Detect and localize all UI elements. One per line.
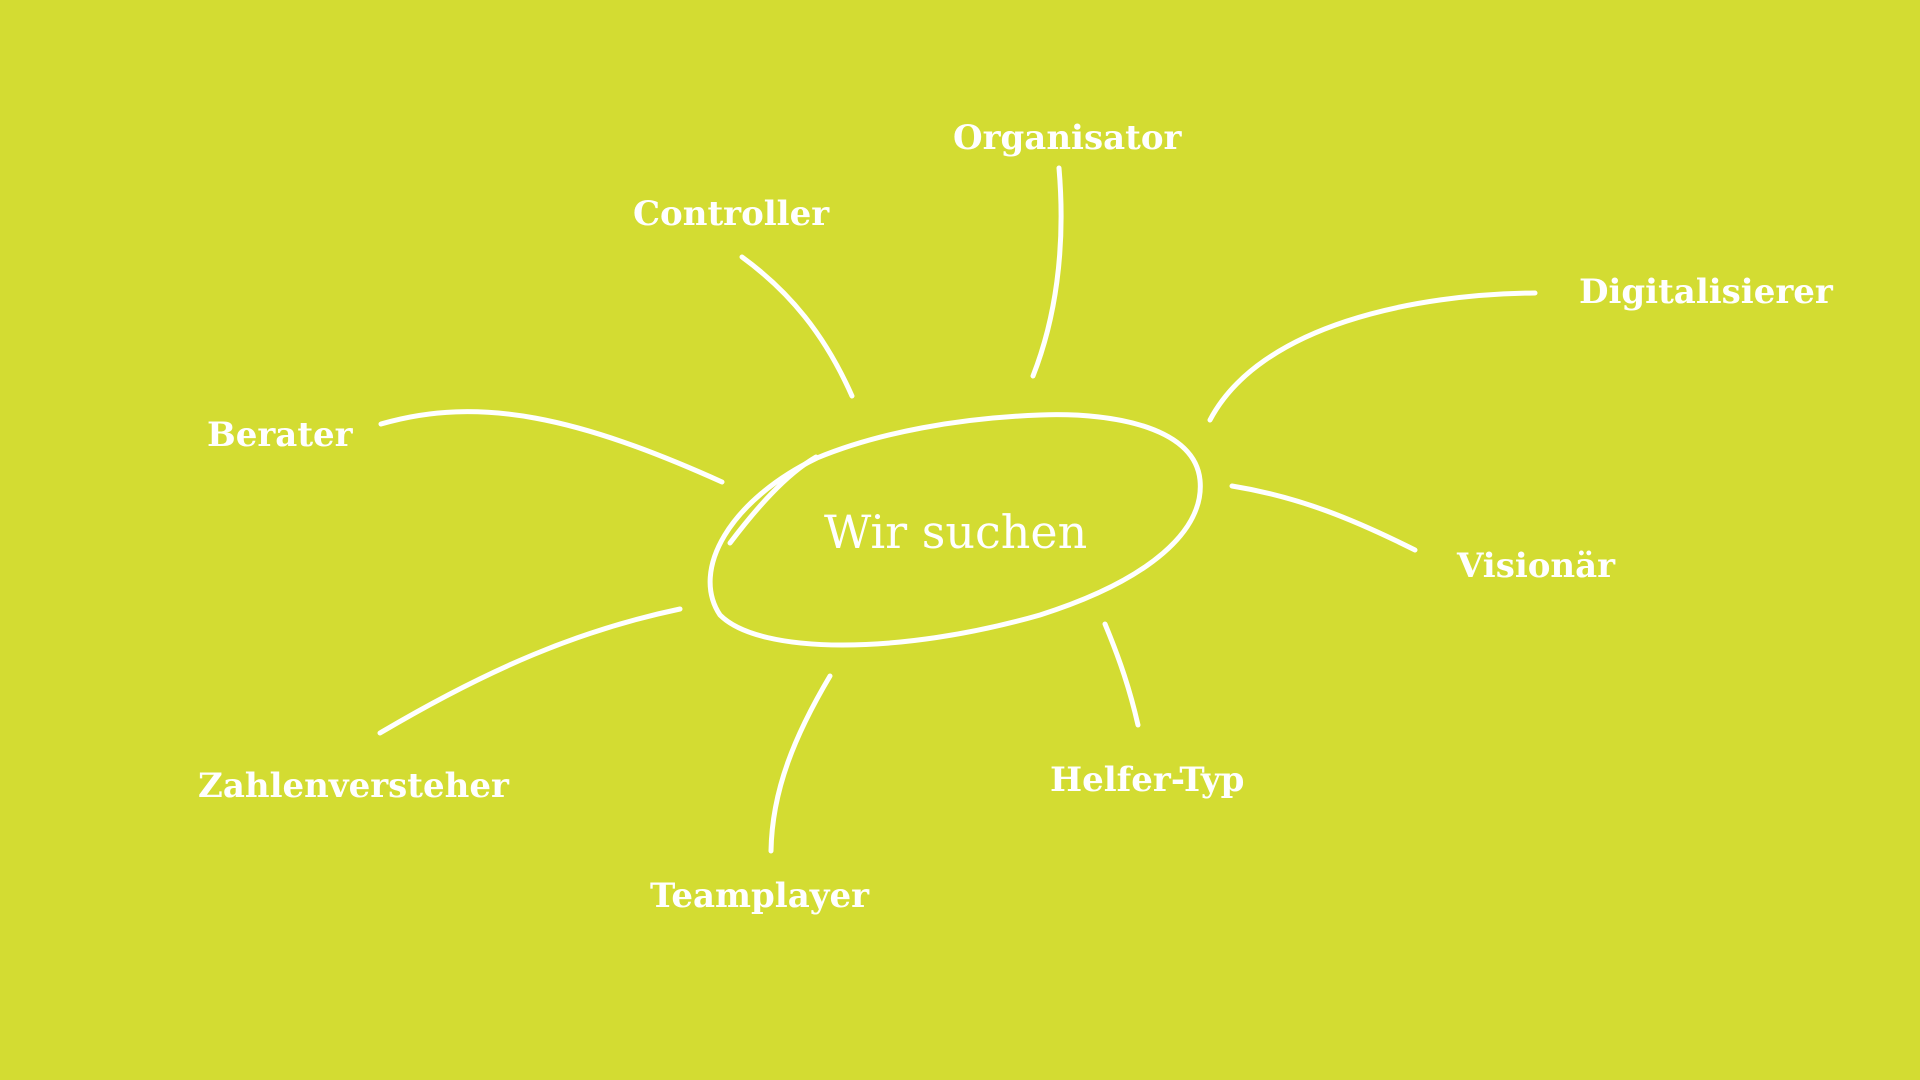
branch-digitalisierer: Digitalisierer	[1579, 272, 1833, 312]
connector-controller	[739, 254, 855, 399]
connector-organisator	[1030, 165, 1064, 379]
center-ellipse	[707, 412, 1203, 648]
connector-zahlenversteher	[377, 606, 683, 736]
connector-teamplayer	[768, 673, 833, 854]
branch-visionaer: Visionär	[1457, 546, 1616, 586]
connector-digitalisierer	[1207, 290, 1538, 423]
branch-helfer-typ: Helfer-Typ	[1050, 760, 1245, 800]
connector-helfer-typ	[1102, 621, 1141, 728]
branch-zahlenversteher: Zahlenversteher	[198, 766, 509, 806]
branch-teamplayer: Teamplayer	[650, 876, 870, 916]
connector-visionaer	[1229, 483, 1418, 553]
branch-berater: Berater	[207, 415, 353, 455]
center-ellipse-inner-stroke	[727, 454, 819, 546]
center-topic: Wir suchen	[824, 505, 1088, 559]
branch-controller: Controller	[633, 194, 830, 234]
connector-berater	[378, 409, 725, 485]
branch-organisator: Organisator	[953, 118, 1182, 158]
